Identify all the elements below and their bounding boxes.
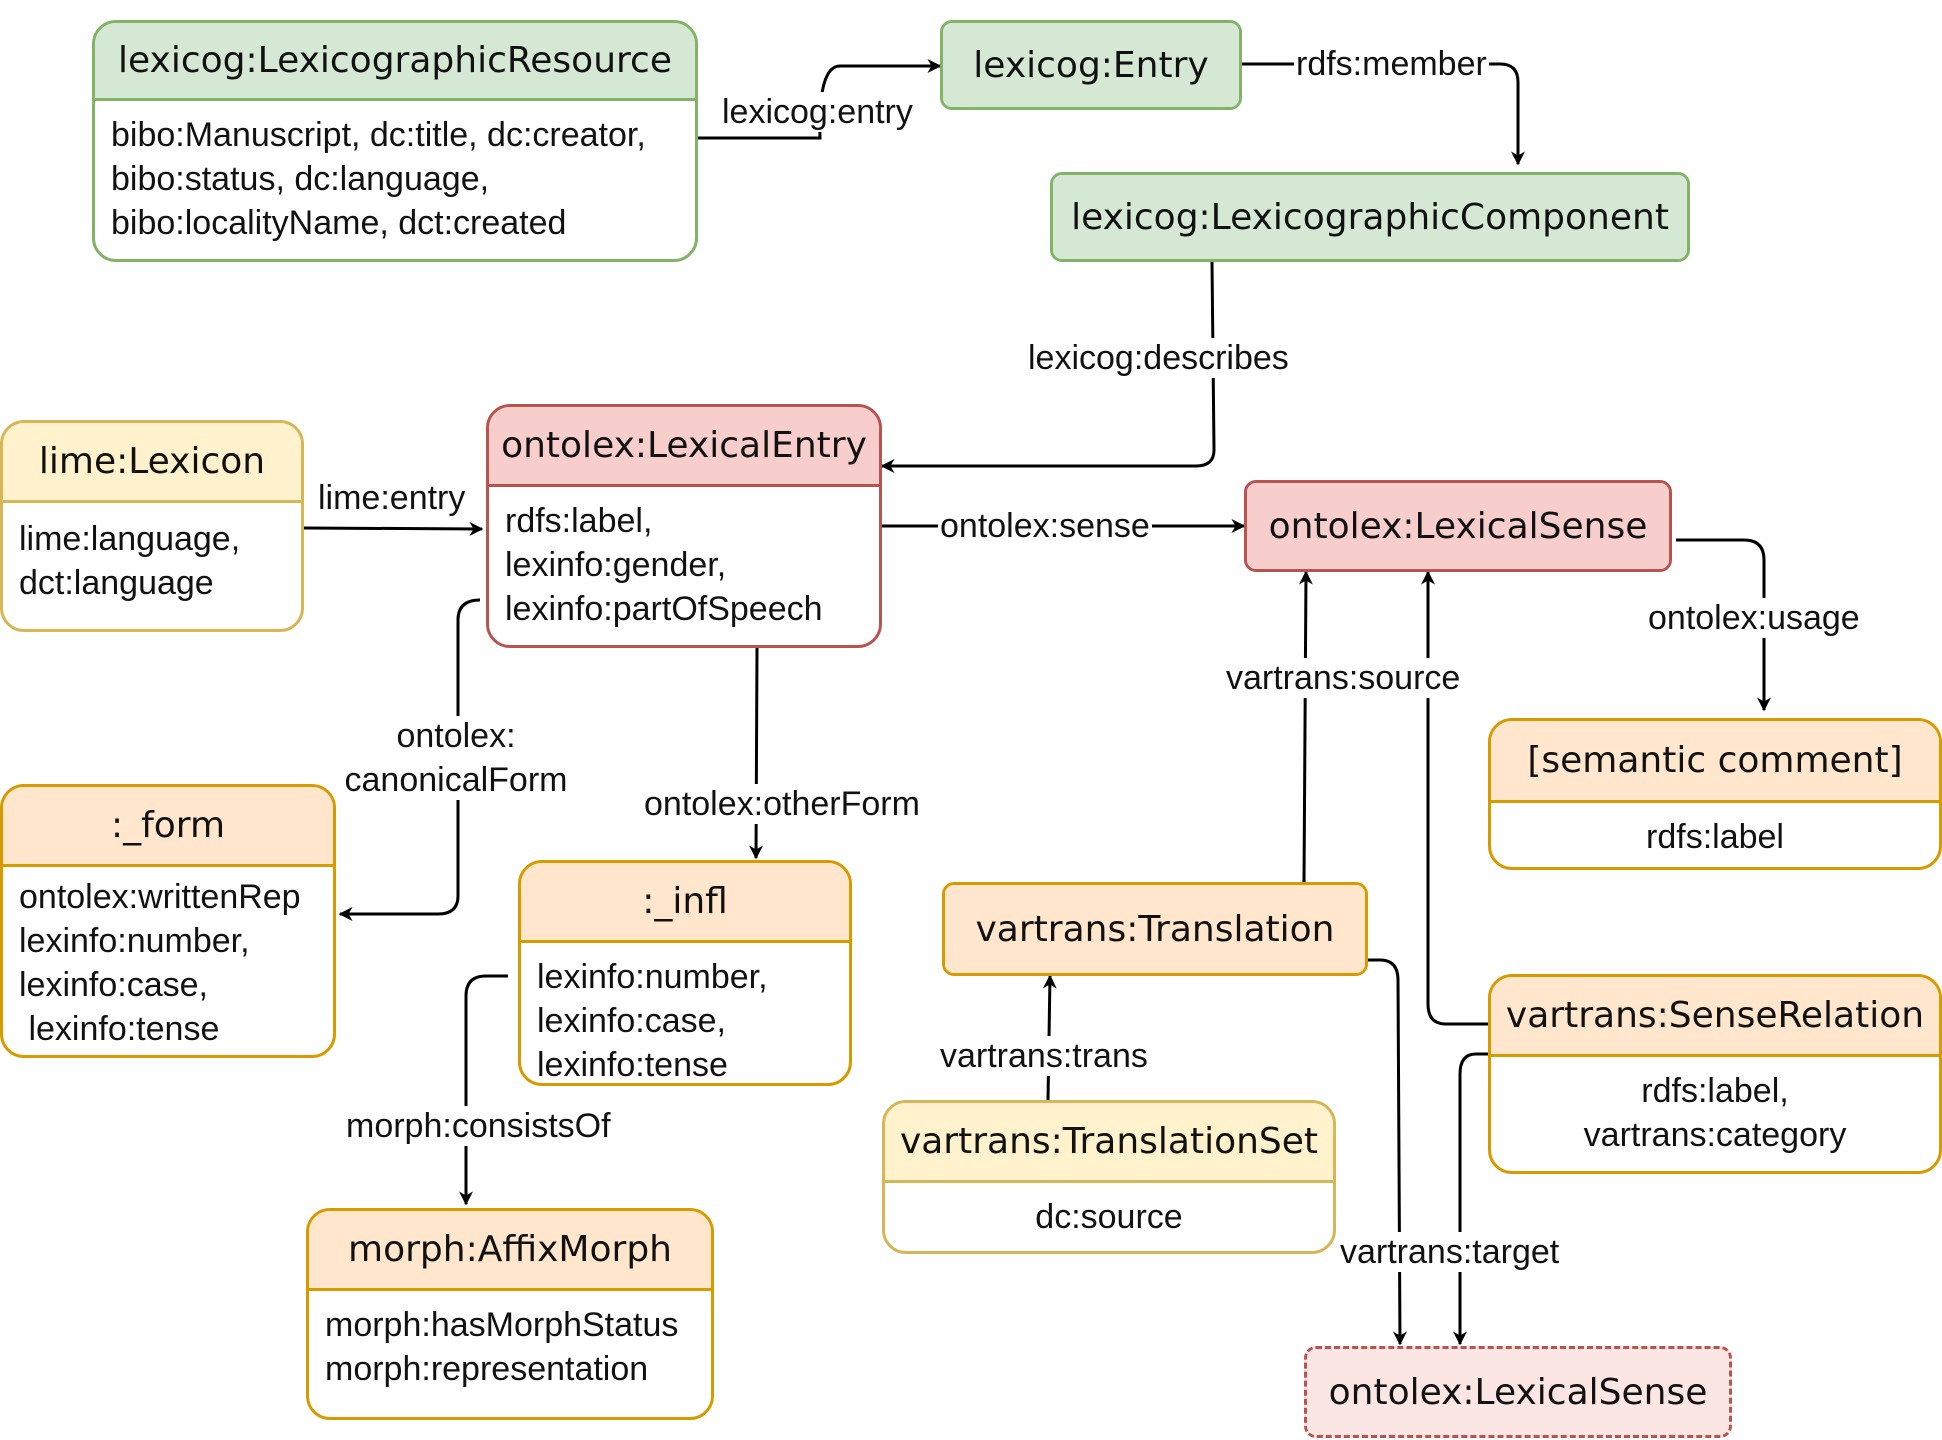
edge-lime-entry <box>303 521 484 536</box>
edge-vartrans-target-relation <box>1453 1052 1488 1346</box>
property-line: morph:hasMorphStatus <box>325 1306 679 1344</box>
edge-label-lexicog-describes: lexicog:describes <box>1026 338 1291 378</box>
edge-label-canonical-form-line1: ontolex: <box>396 717 516 755</box>
edge-label-other-form: ontolex:otherForm <box>642 784 922 824</box>
edge-label-morph-consists-of: morph:consistsOf <box>344 1106 613 1146</box>
edge-vartrans-source-relation <box>1421 570 1488 1026</box>
property-line: lexinfo:tense <box>19 1010 220 1048</box>
edge-lexicog-describes <box>880 261 1216 473</box>
property-line: bibo:localityName, dct:created <box>111 204 567 242</box>
edge-label-ontolex-usage: ontolex:usage <box>1646 598 1862 638</box>
node-lexical-entry: ontolex:LexicalEntry rdfs:label, lexinfo… <box>486 404 882 648</box>
property-line: vartrans:category <box>1583 1116 1847 1154</box>
edge-other-form <box>749 647 764 860</box>
edge-canonical-form <box>338 598 481 921</box>
property-line: lexinfo:case, <box>19 966 208 1004</box>
node-properties: dc:source <box>885 1183 1333 1251</box>
node-target-sense: ontolex:LexicalSense <box>1304 1346 1732 1438</box>
property-line: ontolex:writtenRep <box>19 878 301 916</box>
property-line: morph:representation <box>325 1350 649 1388</box>
property-line: bibo:Manuscript, dc:title, dc:creator, <box>111 116 646 154</box>
node-form: :_form ontolex:writtenRep lexinfo:number… <box>0 784 336 1058</box>
node-properties: lexinfo:number, lexinfo:case, lexinfo:te… <box>521 943 849 1084</box>
node-title: lime:Lexicon <box>3 423 301 503</box>
node-semantic-comment: [semantic comment] rdfs:label <box>1488 718 1942 870</box>
node-lexicon: lime:Lexicon lime:language, dct:language <box>0 420 304 632</box>
edge-label-lexicog-entry: lexicog:entry <box>720 92 915 132</box>
node-sense-relation: vartrans:SenseRelation rdfs:label, vartr… <box>1488 974 1942 1174</box>
node-title: ontolex:LexicalSense <box>1307 1349 1729 1435</box>
node-properties: rdfs:label, lexinfo:gender, lexinfo:part… <box>489 487 879 643</box>
node-affix-morph: morph:AffixMorph morph:hasMorphStatus mo… <box>306 1208 714 1420</box>
node-title: lexicog:Entry <box>943 23 1239 107</box>
property-line: rdfs:label <box>1646 818 1784 856</box>
edge-label-rdfs-member: rdfs:member <box>1294 44 1489 84</box>
property-line: lexinfo:partOfSpeech <box>505 590 823 628</box>
node-title: vartrans:TranslationSet <box>885 1103 1333 1183</box>
edge-morph-consists-of <box>459 974 508 1206</box>
node-title: lexicog:LexicographicComponent <box>1053 175 1687 259</box>
edge-vartrans-source-translation <box>1298 570 1313 883</box>
edge-label-vartrans-target: vartrans:target <box>1338 1232 1562 1272</box>
property-line: lime:language, <box>19 520 241 558</box>
node-title: lexicog:LexicographicResource <box>95 23 695 101</box>
edge-label-canonical-form: ontolex: canonicalForm <box>342 716 570 800</box>
property-line: lexinfo:number, <box>19 922 250 960</box>
node-title: [semantic comment] <box>1491 721 1939 803</box>
edge-label-canonical-form-line2: canonicalForm <box>344 761 568 799</box>
node-lexical-sense: ontolex:LexicalSense <box>1244 480 1672 572</box>
property-line: rdfs:label, <box>505 502 653 540</box>
node-properties: bibo:Manuscript, dc:title, dc:creator, b… <box>95 101 695 257</box>
node-title: :_infl <box>521 863 849 943</box>
property-line: lexinfo:gender, <box>505 546 727 584</box>
node-translation: vartrans:Translation <box>942 882 1368 976</box>
node-lexicographic-resource: lexicog:LexicographicResource bibo:Manus… <box>92 20 698 262</box>
edge-label-vartrans-trans: vartrans:trans <box>938 1036 1150 1076</box>
node-title: :_form <box>3 787 333 867</box>
node-title: ontolex:LexicalSense <box>1247 483 1669 569</box>
node-infl: :_infl lexinfo:number, lexinfo:case, lex… <box>518 860 852 1086</box>
node-title: vartrans:SenseRelation <box>1491 977 1939 1057</box>
node-properties: rdfs:label, vartrans:category <box>1491 1057 1939 1169</box>
edge-rdfs-member <box>1242 62 1525 166</box>
property-line: lexinfo:case, <box>537 1002 726 1040</box>
property-line: dct:language <box>19 564 214 602</box>
edge-label-lime-entry: lime:entry <box>316 478 468 518</box>
node-properties: morph:hasMorphStatus morph:representatio… <box>309 1291 711 1403</box>
edge-lexicog-entry <box>698 59 942 140</box>
node-translation-set: vartrans:TranslationSet dc:source <box>882 1100 1336 1254</box>
node-title: morph:AffixMorph <box>309 1211 711 1291</box>
property-line: lexinfo:tense <box>537 1046 728 1084</box>
edge-ontolex-usage <box>1676 538 1771 712</box>
edge-label-ontolex-sense: ontolex:sense <box>938 506 1152 546</box>
node-lexicographic-component: lexicog:LexicographicComponent <box>1050 172 1690 262</box>
node-entry: lexicog:Entry <box>940 20 1242 110</box>
property-line: bibo:status, dc:language, <box>111 160 490 198</box>
node-title: ontolex:LexicalEntry <box>489 407 879 487</box>
node-properties: ontolex:writtenRep lexinfo:number, lexin… <box>3 867 333 1055</box>
property-line: lexinfo:number, <box>537 958 768 996</box>
property-line: rdfs:label, <box>1641 1072 1789 1110</box>
node-properties: rdfs:label <box>1491 803 1939 867</box>
node-title: vartrans:Translation <box>945 885 1365 973</box>
property-line: dc:source <box>1035 1198 1183 1236</box>
edge-label-vartrans-source: vartrans:source <box>1224 658 1463 698</box>
node-properties: lime:language, dct:language <box>3 503 301 617</box>
edge-vartrans-target-translation <box>1368 958 1407 1346</box>
